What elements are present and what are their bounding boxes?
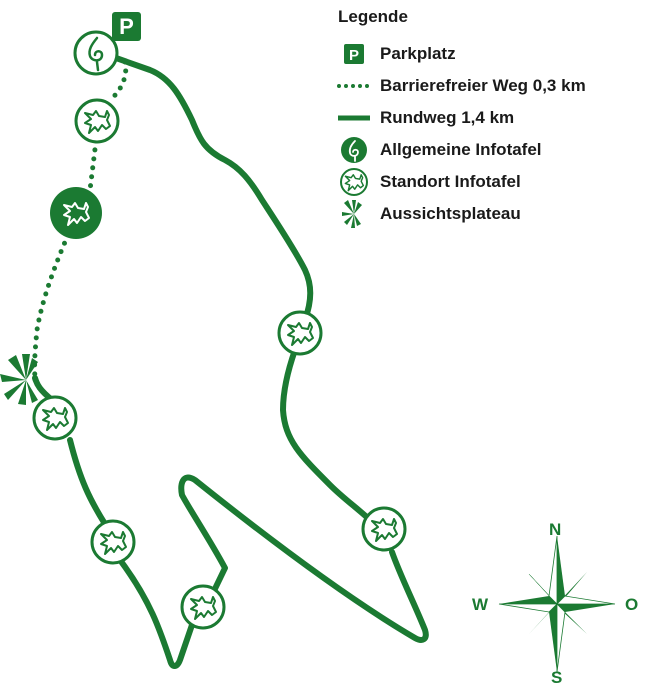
rundweg-route [32, 55, 429, 669]
parking-icon: P [334, 39, 374, 69]
legend-label: Aussichtsplateau [380, 204, 521, 223]
legend-label: Barrierefreier Weg 0,3 km [380, 76, 586, 95]
legend-item-viewing-platform: Aussichtsplateau [334, 198, 651, 230]
viewing-platform-icon [334, 199, 374, 229]
legend-item-location-info: Standort Infotafel [334, 166, 651, 198]
viewing-platform-marker[interactable] [0, 354, 38, 405]
legend-title: Legende [338, 7, 408, 26]
dotted-line-icon [334, 71, 374, 101]
legend-label: Allgemeine Infotafel [380, 140, 542, 159]
legend-item-loop-trail: Rundweg 1,4 km [334, 102, 651, 134]
compass-south-label: S [551, 668, 563, 687]
compass-rose [498, 535, 616, 673]
legend-label: Parkplatz [380, 44, 456, 63]
compass-north-label: N [549, 520, 562, 539]
svg-text:P: P [349, 47, 359, 64]
location-info-marker-highlighted[interactable] [50, 187, 102, 239]
compass-west-label: W [472, 595, 489, 614]
location-info-marker[interactable] [32, 395, 78, 441]
location-info-board-icon [334, 167, 374, 197]
location-info-marker[interactable] [361, 506, 407, 552]
location-info-marker[interactable] [90, 519, 136, 565]
location-info-marker[interactable] [74, 98, 120, 144]
legend-item-parking: P Parkplatz [334, 38, 651, 70]
general-info-board-icon [334, 135, 374, 165]
legend-item-barrier-free-path: Barrierefreier Weg 0,3 km [334, 70, 651, 102]
legend-label: Standort Infotafel [380, 172, 521, 191]
parking-marker[interactable]: P [112, 12, 141, 41]
general-info-board-marker[interactable] [73, 30, 119, 76]
legend-label: Rundweg 1,4 km [380, 108, 515, 127]
location-info-marker[interactable] [180, 584, 226, 630]
legend-item-general-info: Allgemeine Infotafel [334, 134, 651, 166]
legend: Legende P Parkplatz Barrierefreier Weg 0… [334, 6, 651, 230]
solid-line-icon [334, 103, 374, 133]
svg-text:P: P [119, 14, 134, 39]
compass-east-label: O [625, 595, 639, 614]
location-info-marker[interactable] [277, 310, 323, 356]
